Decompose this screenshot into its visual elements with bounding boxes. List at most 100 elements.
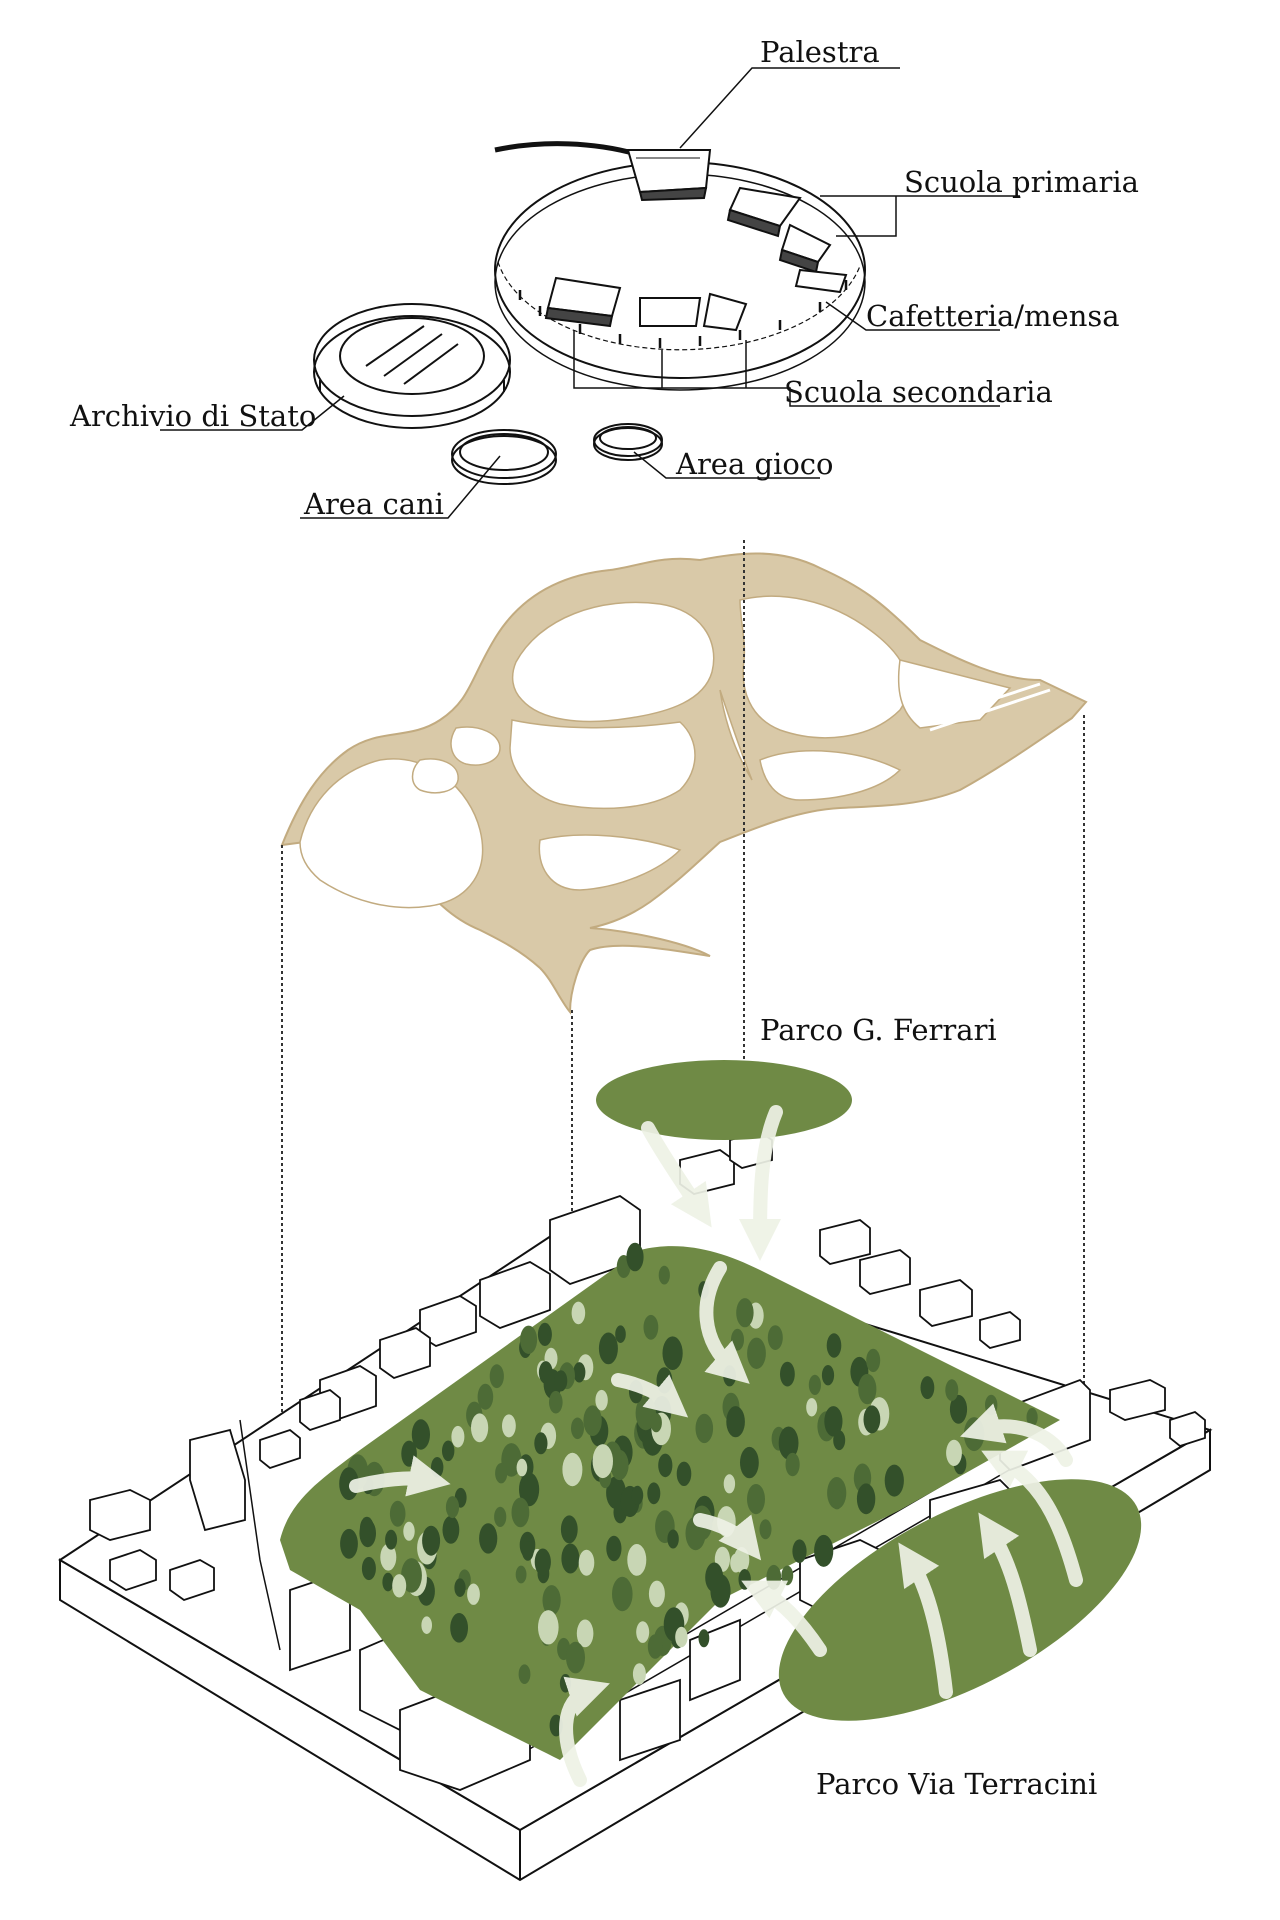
tree	[495, 1463, 508, 1484]
label-area-cani: Area cani	[303, 487, 444, 521]
tree	[627, 1544, 647, 1576]
tree	[559, 1674, 572, 1693]
tree	[401, 1558, 422, 1593]
tree	[780, 1361, 795, 1387]
tree	[675, 1626, 688, 1648]
tree	[411, 1419, 430, 1450]
tree	[658, 1453, 673, 1478]
tree	[477, 1383, 494, 1410]
tree	[615, 1325, 626, 1343]
tree	[450, 1613, 468, 1643]
tree	[392, 1574, 407, 1598]
tree	[566, 1641, 585, 1674]
tree	[866, 1348, 881, 1373]
tree	[730, 1553, 742, 1573]
tree	[422, 1525, 441, 1556]
tree	[740, 1446, 759, 1479]
tree	[445, 1496, 460, 1519]
tree	[858, 1373, 877, 1405]
tree	[554, 1370, 568, 1392]
tree	[537, 1322, 552, 1346]
tree	[856, 1483, 876, 1515]
tree	[767, 1325, 783, 1350]
label-area-gioco: Area gioco	[675, 447, 833, 481]
tree	[658, 1265, 670, 1285]
tree	[560, 1515, 578, 1544]
tree	[778, 1426, 799, 1460]
air-flow-arrows	[349, 1105, 1083, 1787]
tree	[562, 1452, 583, 1487]
tree	[985, 1394, 998, 1416]
tree	[759, 1519, 772, 1540]
tree	[389, 1500, 406, 1527]
tree	[576, 1619, 594, 1648]
tree	[667, 1529, 679, 1549]
tree	[826, 1333, 842, 1358]
label-parco-ferrari: Parco G. Ferrari	[760, 1013, 997, 1047]
area-gioco-ring	[593, 423, 663, 461]
tree	[738, 1569, 751, 1590]
tree	[467, 1583, 480, 1605]
tree	[534, 1432, 548, 1455]
school-ring-building	[494, 141, 866, 391]
tree	[945, 1379, 959, 1401]
tree	[747, 1337, 766, 1370]
tree	[442, 1440, 455, 1462]
tree	[863, 1405, 881, 1434]
tree	[479, 1523, 498, 1554]
tree	[612, 1576, 633, 1612]
tree	[385, 1529, 398, 1550]
tree	[549, 1390, 563, 1414]
tree	[814, 1534, 834, 1567]
tree	[808, 1374, 822, 1395]
tree	[573, 1362, 586, 1383]
tree	[518, 1664, 531, 1684]
tree	[626, 1242, 644, 1272]
tree	[521, 1541, 534, 1561]
tree	[489, 1364, 504, 1389]
tree	[598, 1332, 618, 1365]
tree	[606, 1535, 622, 1562]
tree	[534, 1548, 551, 1576]
tree	[726, 1406, 745, 1438]
tree	[340, 1528, 358, 1559]
tree	[833, 1430, 846, 1451]
archivio-building	[313, 303, 511, 429]
tree	[920, 1376, 935, 1400]
tree	[595, 1389, 608, 1411]
tree	[731, 1328, 744, 1351]
tree	[583, 1405, 602, 1436]
tree	[571, 1301, 586, 1325]
tree	[1026, 1408, 1038, 1427]
tree	[648, 1580, 665, 1608]
tree	[643, 1314, 659, 1340]
tree	[736, 1298, 754, 1328]
tree	[662, 1336, 683, 1370]
tree	[454, 1578, 466, 1597]
tree	[781, 1565, 794, 1586]
tree	[632, 1663, 646, 1685]
tree	[650, 1413, 662, 1433]
tree	[403, 1521, 415, 1541]
tree	[647, 1482, 661, 1505]
tree	[831, 1489, 843, 1510]
tree	[380, 1543, 397, 1571]
tree	[471, 1413, 489, 1443]
area-cani-ring	[451, 429, 557, 485]
tree	[515, 1565, 527, 1584]
labels: Palestra Scuola primaria Cafetteria/mens…	[69, 35, 1139, 1801]
tree	[571, 1417, 584, 1440]
tree	[785, 1452, 800, 1477]
tree	[747, 1484, 765, 1515]
label-palestra: Palestra	[760, 35, 880, 69]
tree	[631, 1485, 644, 1505]
tree	[824, 1406, 843, 1437]
label-scuola-primaria: Scuola primaria	[904, 165, 1139, 199]
tree	[647, 1634, 663, 1659]
tree	[676, 1461, 692, 1487]
tree	[698, 1629, 710, 1648]
tree	[946, 1439, 962, 1466]
tree	[695, 1413, 714, 1444]
label-parco-terracini: Parco Via Terracini	[816, 1767, 1097, 1801]
label-scuola-secondaria: Scuola secondaria	[784, 375, 1053, 409]
